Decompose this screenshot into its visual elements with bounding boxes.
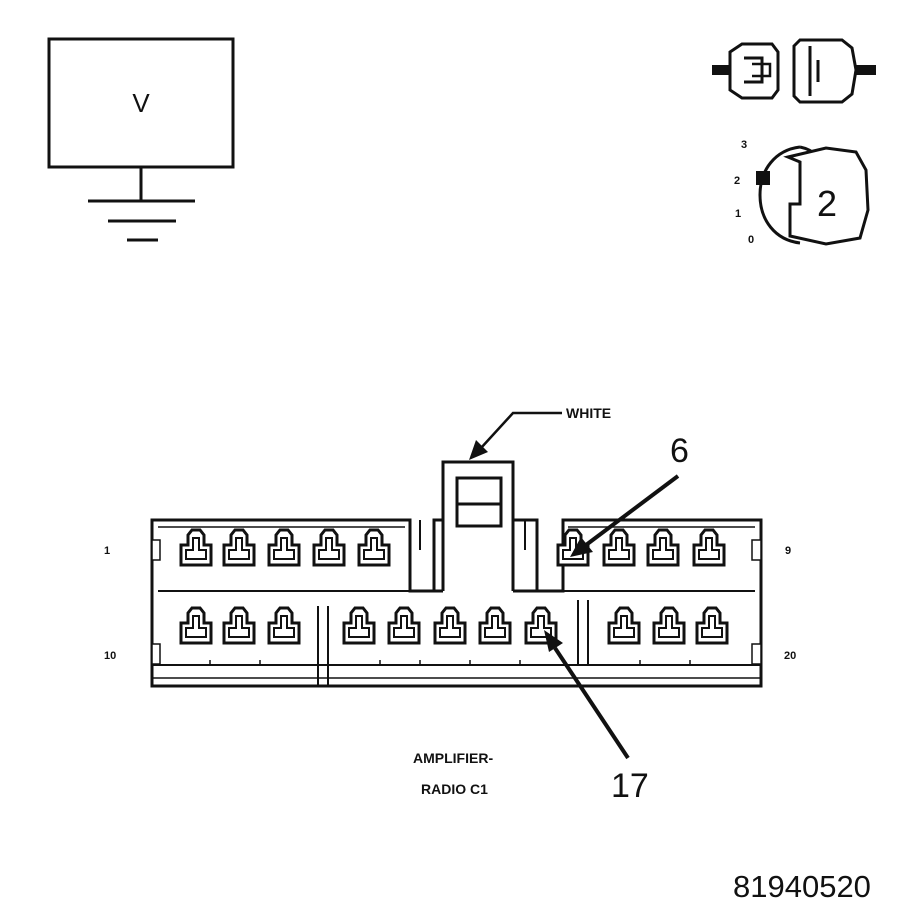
pin-cavities (179, 528, 729, 645)
callout-6: 6 (670, 432, 689, 470)
pin-cavity-top-9 (692, 528, 726, 567)
connector-name-line1: AMPLIFIER- (413, 750, 493, 766)
pin-cavity-bottom-11 (695, 606, 729, 645)
pin-cavity-bottom-6 (433, 606, 467, 645)
pin-cavity-top-5 (357, 528, 391, 567)
pin-cavity-bottom-9 (607, 606, 641, 645)
pin-label-9: 9 (785, 545, 791, 557)
connector-name-line2: RADIO C1 (421, 781, 488, 797)
pin-label-20: 20 (784, 650, 796, 662)
pin-cavity-top-3 (267, 528, 301, 567)
pin-cavity-top-4 (312, 528, 346, 567)
callout-17-arrowhead (544, 630, 563, 652)
pin-cavity-top-8 (646, 528, 680, 567)
pin-cavity-bottom-7 (478, 606, 512, 645)
housing-color-arrowhead (469, 440, 488, 460)
pin-cavity-top-1 (179, 528, 213, 567)
ignition-position-3: 3 (741, 139, 747, 151)
pin-label-10: 10 (104, 650, 116, 662)
callout-6-arrowhead (570, 537, 593, 557)
callout-6-arrow (584, 474, 680, 547)
pin-cavity-bottom-5 (387, 606, 421, 645)
pin-cavity-bottom-2 (222, 606, 256, 645)
figure-id: 81940520 (733, 869, 871, 904)
housing-color-label: WHITE (566, 405, 611, 421)
ignition-position-0: 0 (748, 234, 754, 246)
pin-label-1: 1 (104, 545, 110, 557)
ignition-key-icon: 3 2 1 0 2 (734, 139, 870, 246)
callout-17: 17 (611, 767, 649, 805)
pin-cavity-bottom-3 (267, 606, 301, 645)
voltmeter-symbol: V (132, 88, 150, 118)
disconnected-connector-icon (712, 38, 876, 104)
ignition-position-2: 2 (734, 175, 740, 187)
connector-body (150, 460, 763, 688)
voltmeter-icon: V (47, 37, 235, 242)
ignition-selected-position: 2 (817, 183, 837, 224)
pin-cavity-bottom-1 (179, 606, 213, 645)
ground-icon (88, 167, 195, 242)
callout-17-arrow (553, 646, 630, 760)
ignition-position-1: 1 (735, 208, 741, 220)
pin-cavity-top-2 (222, 528, 256, 567)
pin-cavity-bottom-4 (342, 606, 376, 645)
pin-cavity-bottom-10 (652, 606, 686, 645)
housing-color-leader (480, 411, 562, 449)
pin-cavity-top-7 (602, 528, 636, 567)
